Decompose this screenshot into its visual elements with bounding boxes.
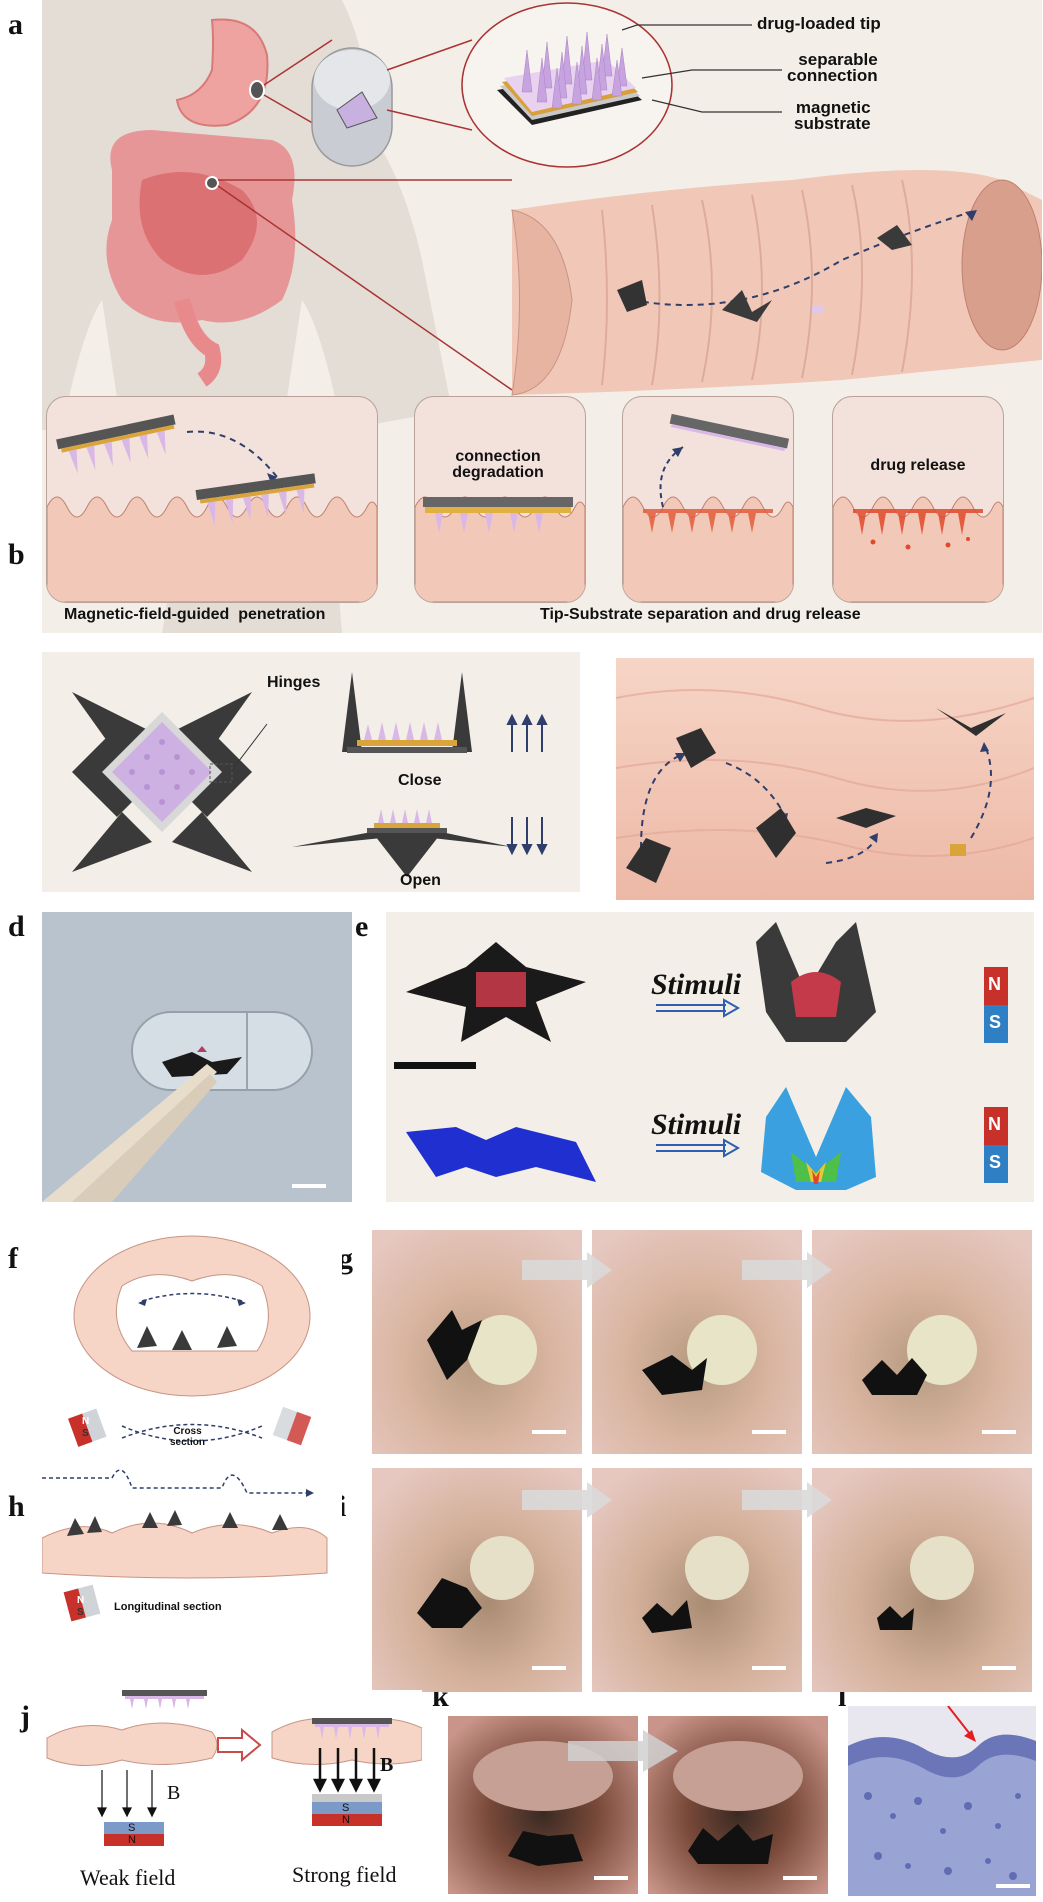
panel-g-illustration bbox=[372, 1230, 1032, 1454]
panel-label-l: l bbox=[838, 1680, 847, 1713]
panel-h: N S Longitudinal section bbox=[42, 1468, 342, 1648]
panel-label-a: a bbox=[8, 8, 23, 41]
panel-a: drug-loaded tip separable connection mag… bbox=[42, 0, 1042, 633]
hinges-label: Hinges bbox=[267, 674, 321, 691]
panel-k-photos bbox=[448, 1716, 828, 1894]
magnet-f-s: S bbox=[82, 1428, 89, 1439]
drug-release-illustration bbox=[833, 496, 1003, 602]
scale-bar-i1 bbox=[532, 1666, 566, 1670]
magnet-n-top: N bbox=[988, 974, 1001, 994]
panel-j-illustration bbox=[46, 1690, 422, 1846]
scale-bar-l bbox=[996, 1884, 1030, 1888]
panel-f-illustration bbox=[68, 1235, 312, 1447]
magnet-n-bottom: N bbox=[988, 1114, 1001, 1134]
separation-card bbox=[622, 396, 794, 603]
panel-a-illustration bbox=[42, 0, 1042, 633]
panel-l-photo bbox=[848, 1706, 1036, 1896]
stimuli-top-label: Stimuli bbox=[651, 968, 742, 1001]
panel-i-photos bbox=[372, 1468, 1032, 1692]
panel-i-illustration bbox=[372, 1468, 1032, 1692]
penetration-card bbox=[46, 396, 378, 603]
drug-loaded-tip-label: drug-loaded tip bbox=[757, 14, 881, 33]
separable-connection-label: separable connection bbox=[787, 50, 878, 85]
b-field-right-label: B bbox=[380, 1754, 394, 1776]
panel-label-d: d bbox=[8, 910, 25, 943]
panel-e: Stimuli Stimuli N S N S bbox=[386, 912, 1034, 1202]
strong-field-label: Strong field bbox=[292, 1862, 397, 1887]
panel-b-illustration bbox=[72, 672, 548, 877]
panel-d-photo bbox=[42, 912, 352, 1202]
panel-label-b: b bbox=[8, 538, 25, 571]
magnetic-penetration-caption: Magnetic-field-guided penetration bbox=[64, 606, 326, 623]
magnet-s-bottom: S bbox=[989, 1152, 1002, 1172]
panel-c-illustration bbox=[616, 689, 1034, 883]
separation-release-caption: Tip-Substrate separation and drug releas… bbox=[540, 606, 861, 623]
scale-bar-i2 bbox=[752, 1666, 786, 1670]
scale-bar-d bbox=[292, 1184, 326, 1188]
stimuli-bottom-label: Stimuli bbox=[651, 1108, 742, 1141]
panel-h-illustration bbox=[42, 1469, 328, 1622]
drug-release-card: drug release bbox=[832, 396, 1004, 603]
scale-bar-k2 bbox=[783, 1876, 817, 1880]
scale-bar-g1 bbox=[532, 1430, 566, 1434]
scale-bar-k1 bbox=[594, 1876, 628, 1880]
connection-degradation-label: connection degradation bbox=[452, 448, 544, 481]
penetration-illustration bbox=[47, 414, 377, 602]
scale-bar-i3 bbox=[982, 1666, 1016, 1670]
magnet-h-n: N bbox=[77, 1595, 85, 1606]
b-field-left-label: B bbox=[167, 1782, 181, 1804]
open-label: Open bbox=[400, 872, 441, 889]
panel-label-f: f bbox=[8, 1242, 18, 1275]
close-label: Close bbox=[398, 772, 442, 789]
weak-field-label: Weak field bbox=[80, 1865, 176, 1890]
magnet-j-n-left: N bbox=[128, 1834, 136, 1846]
degradation-illustration bbox=[415, 496, 585, 602]
panel-k-illustration bbox=[448, 1716, 828, 1894]
histology-illustration bbox=[848, 1706, 1036, 1896]
panel-g-photos bbox=[372, 1230, 1032, 1454]
cross-section-label: Cross section bbox=[170, 1426, 206, 1448]
magnetic-substrate-label: magnetic substrate bbox=[794, 98, 871, 133]
panel-f: N S Cross section bbox=[42, 1226, 342, 1462]
magnet-f-n: N bbox=[82, 1416, 90, 1427]
panel-e-illustration bbox=[394, 922, 1008, 1190]
panel-b: Hinges Close Open bbox=[42, 652, 580, 892]
magnet-j-s-left: S bbox=[128, 1822, 136, 1834]
panel-label-j: j bbox=[20, 1700, 30, 1733]
magnet-s-top: S bbox=[989, 1012, 1002, 1032]
separation-illustration bbox=[623, 413, 793, 602]
panel-label-e: e bbox=[355, 910, 369, 943]
scale-bar-g3 bbox=[982, 1430, 1016, 1434]
scale-bar-g2 bbox=[752, 1430, 786, 1434]
capsule-photo bbox=[42, 1011, 313, 1202]
magnet-j-s-right: S bbox=[342, 1802, 350, 1814]
drug-release-label: drug release bbox=[870, 457, 966, 474]
longitudinal-section-label: Longitudinal section bbox=[114, 1601, 222, 1613]
panel-j: B B S N S N Weak field Strong field bbox=[42, 1690, 422, 1902]
panel-c bbox=[616, 658, 1034, 900]
magnet-j-n-right: N bbox=[342, 1814, 350, 1826]
panel-label-h: h bbox=[8, 1490, 25, 1523]
magnet-h-s: S bbox=[77, 1607, 84, 1618]
degradation-card: connection degradation bbox=[414, 396, 586, 603]
panel-label-i: i bbox=[338, 1490, 347, 1523]
